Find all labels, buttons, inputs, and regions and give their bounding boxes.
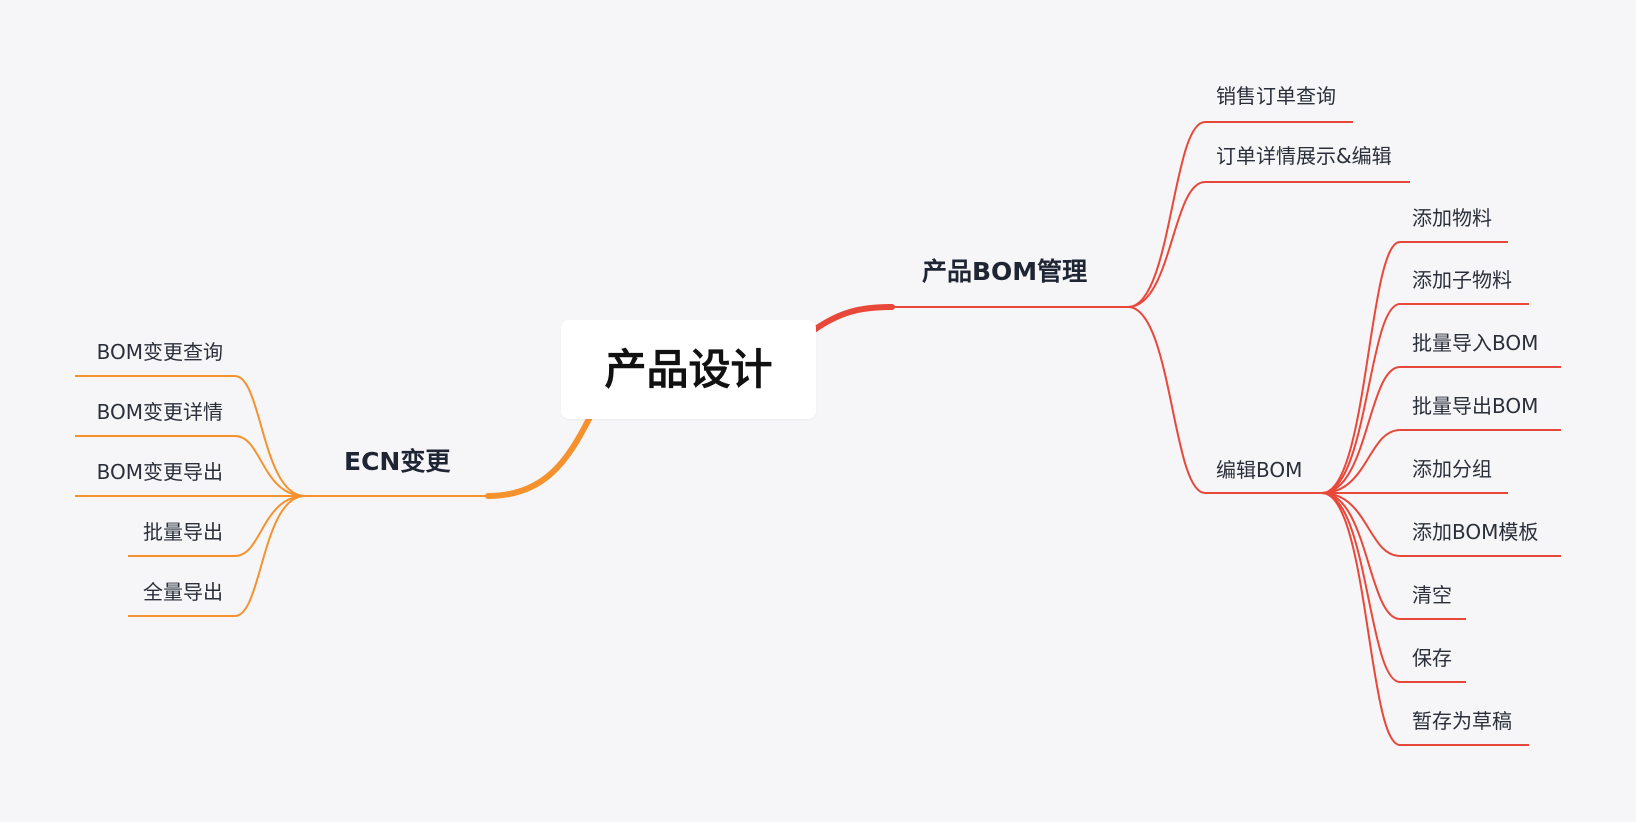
topic-add-material[interactable]: 添加物料 <box>1412 206 1492 230</box>
connector-root-to-bom <box>811 304 895 333</box>
topic-bom-change-query[interactable]: BOM变更查询 <box>96 340 223 364</box>
topic-save-as-draft[interactable]: 暂存为草稿 <box>1412 709 1512 733</box>
topic-full-export[interactable]: 全量导出 <box>143 580 223 604</box>
connector-edit-to-add-sub-material <box>1321 303 1529 494</box>
connector-edit-to-draft <box>1321 492 1529 746</box>
connector-ecn-to-bom-change-detail <box>75 435 306 497</box>
topic-bom-change-detail[interactable]: BOM变更详情 <box>96 400 223 424</box>
topic-batch-export-bom[interactable]: 批量导出BOM <box>1412 394 1539 418</box>
topic-add-sub-material[interactable]: 添加子物料 <box>1412 268 1512 292</box>
topic-add-bom-template[interactable]: 添加BOM模板 <box>1412 520 1539 544</box>
connector-edit-to-save <box>1321 492 1466 683</box>
connector-bom-to-edit <box>1127 306 1322 494</box>
connector-edit-to-add-material <box>1321 241 1508 494</box>
topic-batch-import-bom[interactable]: 批量导入BOM <box>1412 331 1539 355</box>
root-node[interactable]: 产品设计 <box>561 320 816 419</box>
connector-edit-to-add-template <box>1321 492 1561 557</box>
topic-clear[interactable]: 清空 <box>1412 583 1452 607</box>
topic-product-bom-management[interactable]: 产品BOM管理 <box>922 257 1088 286</box>
topic-order-detail-edit[interactable]: 订单详情展示&编辑 <box>1216 144 1392 168</box>
topic-ecn-change[interactable]: ECN变更 <box>344 447 451 476</box>
topic-bom-change-export[interactable]: BOM变更导出 <box>96 460 223 484</box>
connector-bom-to-order-query <box>1127 121 1353 308</box>
topic-sales-order-query[interactable]: 销售订单查询 <box>1216 84 1336 108</box>
topic-save[interactable]: 保存 <box>1412 646 1452 670</box>
connector-edit-to-clear <box>1321 492 1466 620</box>
connector-edit-to-batch-export <box>1321 429 1561 494</box>
connector-bom-to-order-detail <box>1127 181 1410 308</box>
topic-edit-bom[interactable]: 编辑BOM <box>1216 458 1303 482</box>
connector-root-to-ecn <box>485 414 593 499</box>
connector-ecn-to-full-export <box>128 495 306 617</box>
topic-add-group[interactable]: 添加分组 <box>1412 457 1492 481</box>
connector-ecn-to-batch-export <box>128 495 306 557</box>
connector-ecn-to-bom-change-query <box>75 375 306 497</box>
topic-batch-export[interactable]: 批量导出 <box>143 520 223 544</box>
root-label: 产品设计 <box>604 344 773 394</box>
connector-edit-to-batch-import <box>1321 366 1561 494</box>
